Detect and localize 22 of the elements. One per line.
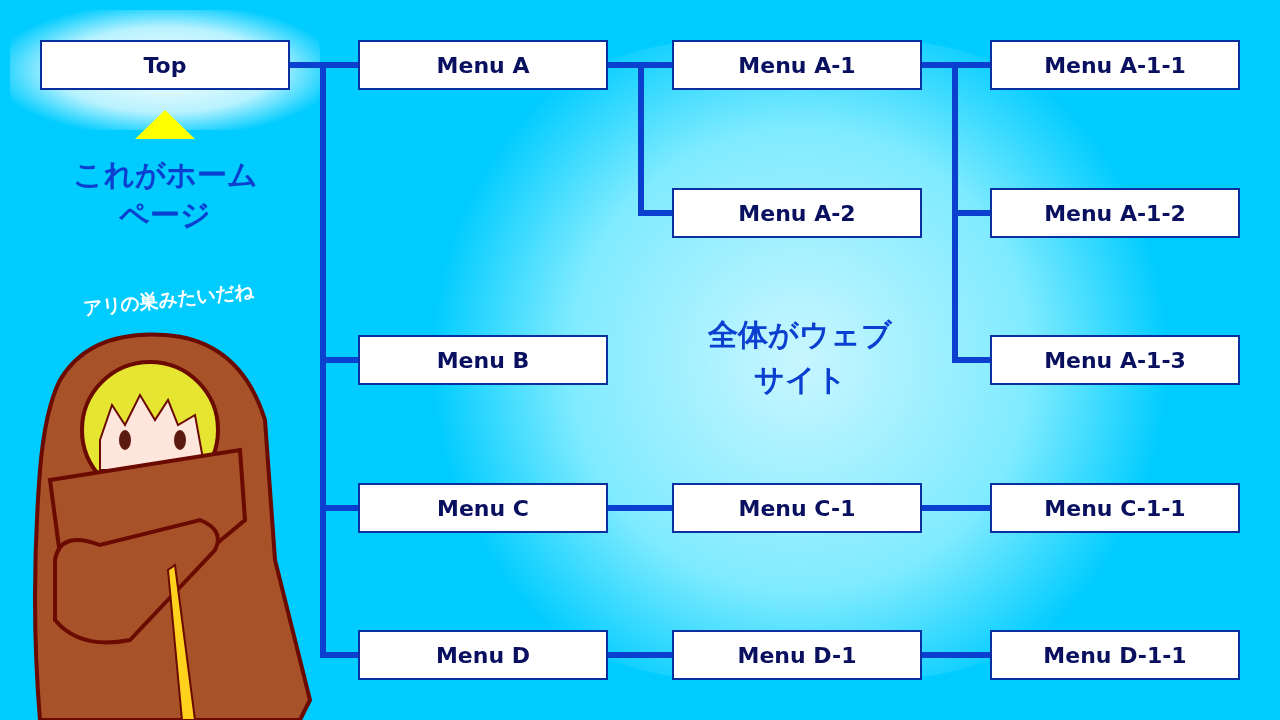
connector-line xyxy=(922,652,990,658)
menu-box: Menu C-1-1 xyxy=(990,483,1240,533)
menu-box: Menu A-1-2 xyxy=(990,188,1240,238)
callout-text: 全体がウェブサイト xyxy=(707,316,893,399)
menu-box: Menu D-1 xyxy=(672,630,922,680)
menu-box: Menu A-1-1 xyxy=(990,40,1240,90)
callout-text: これがホームページ xyxy=(71,156,259,234)
menu-box: Menu D-1-1 xyxy=(990,630,1240,680)
menu-box: Menu A-1-3 xyxy=(990,335,1240,385)
connector-line xyxy=(608,652,672,658)
menu-box: Top xyxy=(40,40,290,90)
menu-box: Menu A-1 xyxy=(672,40,922,90)
connector-line xyxy=(608,505,672,511)
menu-box: Menu A-2 xyxy=(672,188,922,238)
menu-box: Menu A xyxy=(358,40,608,90)
menu-box: Menu C xyxy=(358,483,608,533)
menu-box: Menu D xyxy=(358,630,608,680)
menu-box: Menu C-1 xyxy=(672,483,922,533)
connector-line xyxy=(922,505,990,511)
connector-line xyxy=(608,62,672,216)
menu-box: Menu B xyxy=(358,335,608,385)
speech-text: アリの巣みたいだね xyxy=(80,278,256,321)
